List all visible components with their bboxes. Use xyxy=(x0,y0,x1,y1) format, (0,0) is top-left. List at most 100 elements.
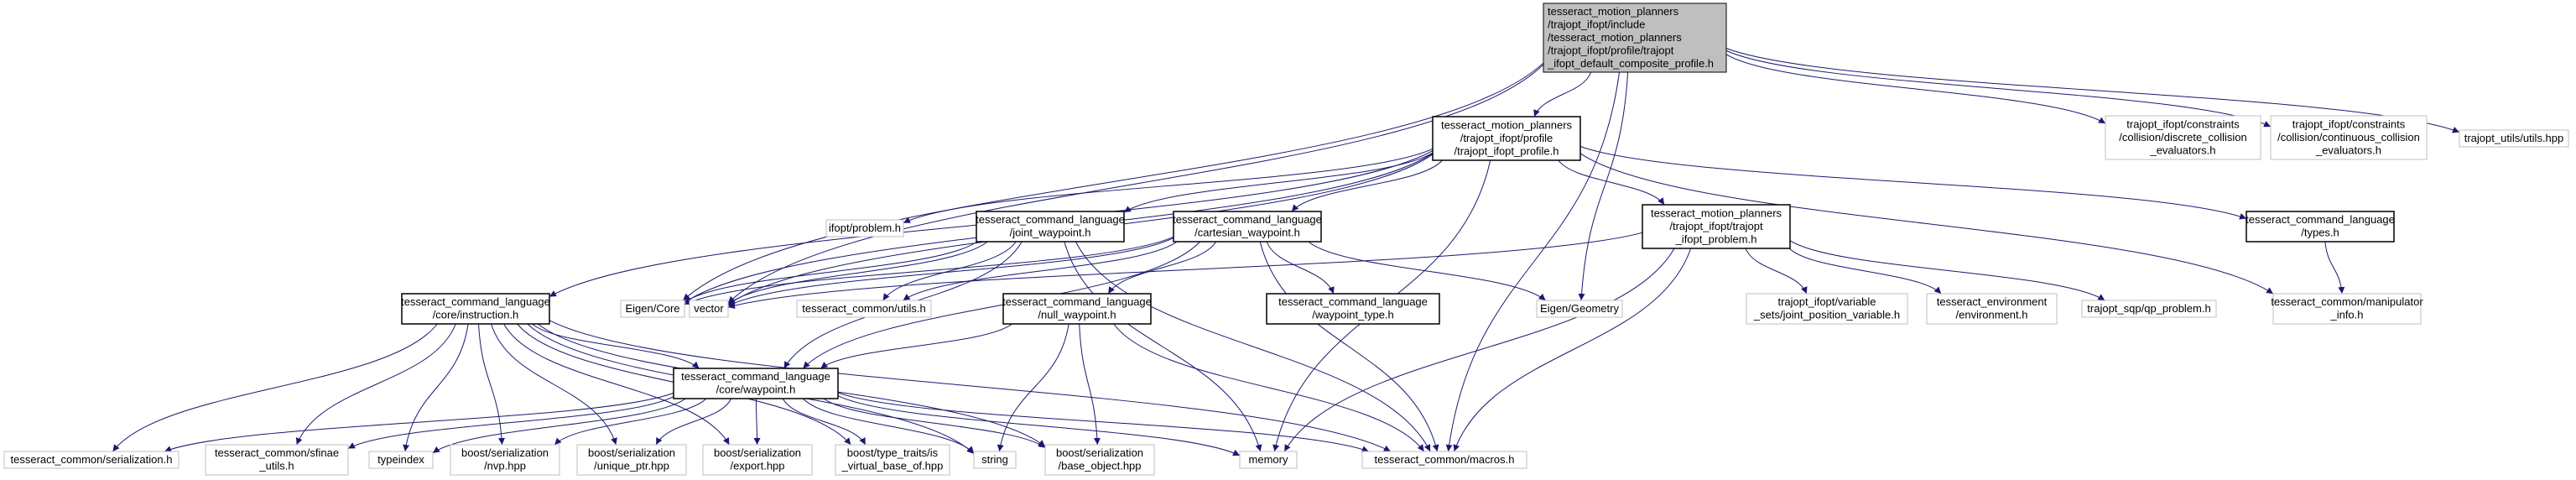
node-trajopt_problem[interactable]: tesseract_motion_planners/trajopt_ifopt/… xyxy=(1642,204,1791,249)
node-box-base_object xyxy=(1044,444,1155,476)
edge-cart_wp-to-eigen_geom xyxy=(1308,241,1546,301)
edge-cart_wp-to-eigen_core xyxy=(684,236,1174,305)
node-box-discrete xyxy=(2105,115,2261,160)
edge-root-to-discrete xyxy=(1725,54,2106,124)
node-label-profile-line-1: /trajopt_ifopt/profile xyxy=(1460,132,1553,144)
node-box-profile xyxy=(1432,116,1581,161)
edge-cart_wp-to-common_utils xyxy=(903,241,1178,301)
node-continuous: trajopt_ifopt/constraints/collision/cont… xyxy=(2270,115,2428,160)
node-label-base_object-line-0: boost/serialization xyxy=(1056,446,1143,459)
node-label-root-line-4: _ifopt_default_composite_profile.h xyxy=(1547,57,1714,70)
edge-instruction-to-export_hpp xyxy=(503,323,730,446)
node-serialization: tesseract_common/serialization.h xyxy=(3,451,180,469)
edge-profile-to-manip_info xyxy=(1579,153,2274,295)
node-label-memory-line-0: memory xyxy=(1249,453,1288,466)
node-box-common_utils xyxy=(796,300,932,318)
node-label-root-line-1: /trajopt_ifopt/include xyxy=(1548,18,1645,30)
edge-core_wp-to-is_virtual xyxy=(782,398,866,446)
node-root[interactable]: tesseract_motion_planners/trajopt_ifopt/… xyxy=(1543,3,1727,73)
node-eigen_core: Eigen/Core xyxy=(620,300,685,318)
node-label-trajopt_problem-line-0: tesseract_motion_planners xyxy=(1651,206,1782,219)
node-label-macros-line-0: tesseract_common/macros.h xyxy=(1375,453,1515,466)
edge-trajopt_problem-to-memory xyxy=(1283,248,1675,452)
node-label-typeindex-line-0: typeindex xyxy=(377,453,424,466)
node-label-instruction-line-1: /core/instruction.h xyxy=(433,309,519,321)
node-label-wp_type-line-1: /waypoint_type.h xyxy=(1312,309,1394,321)
node-instruction[interactable]: tesseract_command_language/core/instruct… xyxy=(401,293,550,325)
node-label-export_hpp-line-0: boost/serialization xyxy=(714,446,801,459)
node-label-eigen_core-line-0: Eigen/Core xyxy=(625,302,679,315)
node-box-joint_wp xyxy=(976,211,1125,243)
node-label-joint_wp-line-0: tesseract_command_language xyxy=(976,213,1125,226)
node-label-qp_problem-line-0: trajopt_sqp/qp_problem.h xyxy=(2087,302,2210,315)
node-label-wp_type-line-0: tesseract_command_language xyxy=(1278,295,1428,308)
node-wp_type[interactable]: tesseract_command_language/waypoint_type… xyxy=(1266,293,1440,325)
node-label-null_wp-line-0: tesseract_command_language xyxy=(1002,295,1152,308)
node-label-utils_hpp-line-0: trajopt_utils/utils.hpp xyxy=(2464,132,2564,144)
node-null_wp[interactable]: tesseract_command_language/null_waypoint… xyxy=(1002,293,1152,325)
edge-profile-to-cart_wp xyxy=(1291,159,1443,212)
node-label-manip_info-line-0: tesseract_common/manipulator xyxy=(2271,295,2423,308)
edge-joint_wp-to-memory xyxy=(1064,241,1262,452)
node-label-export_hpp-line-1: /export.hpp xyxy=(730,460,784,472)
node-box-sfinae xyxy=(205,444,349,476)
node-box-root xyxy=(1543,3,1727,73)
node-box-export_hpp xyxy=(702,444,813,476)
node-label-continuous-line-1: /collision/continuous_collision xyxy=(2277,131,2420,143)
node-label-is_virtual-line-0: boost/type_traits/is xyxy=(847,446,939,459)
node-types_h[interactable]: tesseract_command_language/types.h xyxy=(2246,211,2395,243)
edge-root-to-eigen_geom xyxy=(1578,71,1629,301)
node-box-trajopt_problem xyxy=(1642,204,1791,249)
node-joint_pos_var: trajopt_ifopt/variable_sets/joint_positi… xyxy=(1746,293,1908,325)
node-label-nvp-line-0: boost/serialization xyxy=(461,446,549,459)
edge-null_wp-to-macros xyxy=(1113,323,1425,452)
edge-instruction-to-core_wp xyxy=(532,323,700,369)
node-box-vector xyxy=(689,300,729,318)
node-label-unique_ptr-line-1: /unique_ptr.hpp xyxy=(594,460,669,472)
node-box-memory xyxy=(1239,451,1298,469)
node-problem_h: ifopt/problem.h xyxy=(825,219,904,237)
node-label-root-line-2: /tesseract_motion_planners xyxy=(1548,31,1682,44)
edge-core_wp-to-serialization xyxy=(164,392,674,452)
node-sfinae: tesseract_common/sfinae_utils.h xyxy=(205,444,349,476)
node-label-core_wp-line-0: tesseract_command_language xyxy=(681,370,830,383)
edge-root-to-eigen_core xyxy=(682,62,1544,301)
edge-trajopt_problem-to-macros xyxy=(1453,248,1692,452)
node-box-serialization xyxy=(3,451,180,469)
edge-core_wp-to-string xyxy=(803,398,975,454)
edge-instruction-to-macros xyxy=(549,320,1392,452)
node-label-profile-line-2: /trajopt_ifopt_profile.h xyxy=(1454,144,1559,157)
edge-instruction-to-sfinae xyxy=(295,323,456,446)
node-label-cart_wp-line-1: /cartesian_waypoint.h xyxy=(1194,227,1300,239)
node-profile[interactable]: tesseract_motion_planners/trajopt_ifopt/… xyxy=(1432,116,1581,161)
edge-trajopt_problem-to-vector xyxy=(727,232,1643,309)
node-box-null_wp xyxy=(1002,293,1152,325)
node-box-typeindex xyxy=(368,451,434,469)
node-eigen_geom: Eigen/Geometry xyxy=(1536,300,1623,318)
node-label-sfinae-line-1: _utils.h xyxy=(258,460,294,472)
node-label-environment-line-1: /environment.h xyxy=(1956,309,2028,321)
node-label-trajopt_problem-line-2: _ifopt_problem.h xyxy=(1675,232,1757,245)
node-label-vector-line-0: vector xyxy=(694,302,724,315)
node-cart_wp[interactable]: tesseract_command_language/cartesian_way… xyxy=(1173,211,1322,243)
node-label-profile-line-0: tesseract_motion_planners xyxy=(1441,118,1573,131)
edge-root-to-macros xyxy=(1445,71,1620,452)
node-label-common_utils-line-0: tesseract_common/utils.h xyxy=(802,302,925,315)
node-utils_hpp: trajopt_utils/utils.hpp xyxy=(2459,129,2569,148)
node-unique_ptr: boost/serialization/unique_ptr.hpp xyxy=(576,444,687,476)
node-label-problem_h-line-0: ifopt/problem.h xyxy=(829,222,901,234)
edge-trajopt_problem-to-environment xyxy=(1788,248,1942,295)
node-label-unique_ptr-line-0: boost/serialization xyxy=(588,446,675,459)
node-label-instruction-line-0: tesseract_command_language xyxy=(401,295,550,308)
node-label-core_wp-line-1: /core/waypoint.h xyxy=(716,383,796,396)
edges-layer xyxy=(112,48,2460,457)
edge-core_wp-to-nvp xyxy=(554,398,707,446)
edge-cart_wp-to-core_wp xyxy=(803,241,1200,369)
edge-null_wp-to-base_object xyxy=(1079,323,1101,446)
node-core_wp[interactable]: tesseract_command_language/core/waypoint… xyxy=(673,368,839,399)
node-joint_wp[interactable]: tesseract_command_language/joint_waypoin… xyxy=(976,211,1125,243)
node-common_utils: tesseract_common/utils.h xyxy=(796,300,932,318)
node-label-root-line-3: /trajopt_ifopt/profile/trajopt xyxy=(1548,44,1674,56)
node-macros: tesseract_common/macros.h xyxy=(1361,451,1527,469)
